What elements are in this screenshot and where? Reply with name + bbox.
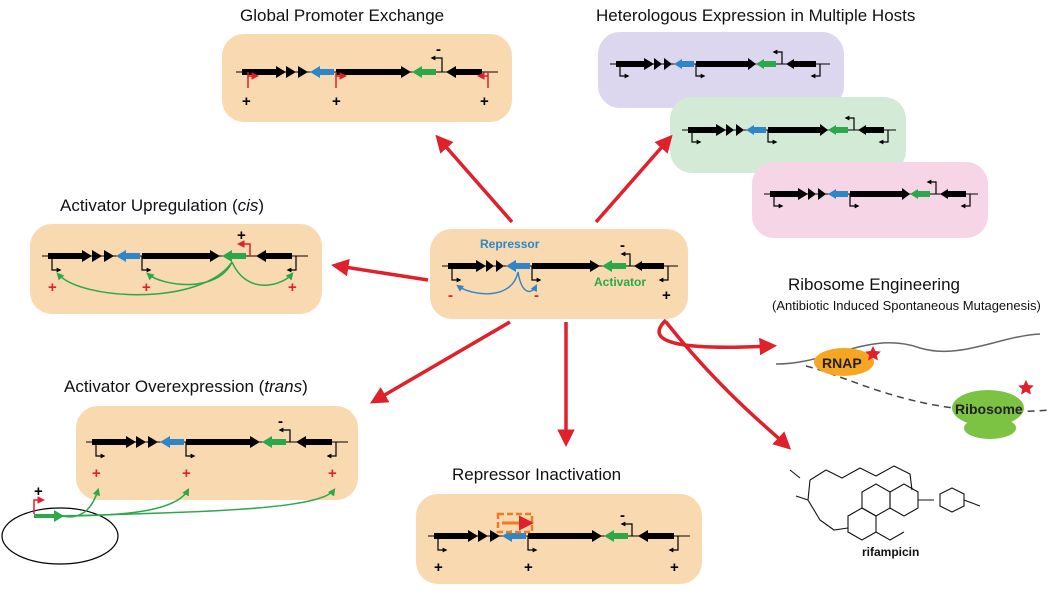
cluster-host-3	[764, 179, 978, 209]
title-global-promoter-exchange: Global Promoter Exchange	[240, 6, 444, 25]
plasmid: +	[1, 483, 336, 565]
cluster-center: - - - + Repressor Activator	[442, 237, 678, 304]
plus-sign: +	[92, 465, 101, 482]
mutation-star-icon	[865, 346, 881, 361]
plus-sign: +	[332, 93, 341, 110]
label-activator: Activator	[594, 275, 646, 289]
label-ribosome: Ribosome	[955, 401, 1023, 417]
cluster-activator-upregulation: + + + +	[42, 227, 308, 296]
arrow-to-activator-upregulation	[331, 258, 429, 282]
plus-sign: +	[142, 279, 151, 296]
plus-sign: +	[480, 93, 489, 110]
title-heterologous-expression: Heterologous Expression in Multiple Host…	[596, 6, 915, 25]
arrow-to-activator-overexpression	[369, 320, 511, 404]
panel-host-green	[670, 97, 906, 173]
plus-sign: +	[288, 279, 297, 296]
label-rifampicin: rifampicin	[862, 545, 919, 559]
minus-sign: -	[620, 237, 625, 254]
panel-host-purple	[598, 32, 844, 108]
panel-center-wildtype	[430, 229, 688, 319]
cluster-host-2	[682, 115, 896, 145]
rifampicin-structure	[789, 465, 981, 541]
ribosome-engineering-figure: RNAP Ribosome	[775, 333, 1050, 439]
plus-sign: +	[237, 227, 246, 244]
minus-sign: -	[278, 413, 283, 430]
subtitle-antibiotic-mutagenesis: (Antibiotic Induced Spontaneous Mutagene…	[772, 298, 1041, 313]
panel-activator-upregulation	[30, 224, 322, 314]
minus-sign: -	[620, 507, 625, 524]
arrow-to-global-promoter	[435, 134, 514, 224]
cluster-host-1	[610, 49, 830, 79]
plus-sign: +	[48, 279, 57, 296]
arrow-to-ribosome-engineering	[657, 318, 777, 356]
panel-host-pink	[752, 162, 988, 238]
red-arrows	[331, 134, 792, 450]
cluster-repressor-inactivation: - + + +	[428, 507, 690, 576]
plus-sign: +	[662, 287, 671, 304]
rnap-blob	[814, 348, 874, 376]
arrow-to-heterologous	[594, 134, 673, 224]
plus-sign: +	[670, 559, 679, 576]
title-activator-upregulation: Activator Upregulation (cis)	[60, 196, 264, 215]
plus-sign: +	[182, 465, 191, 482]
minus-sign: -	[534, 287, 539, 304]
minus-sign: -	[448, 287, 453, 304]
plus-sign: +	[524, 559, 533, 576]
ribosome-blob	[952, 390, 1024, 426]
panel-global-promoter-exchange	[222, 34, 512, 122]
cluster-global-promoter: + + + -	[236, 41, 498, 110]
label-rnap: RNAP	[822, 355, 862, 371]
panel-activator-overexpression	[76, 406, 358, 500]
title-ribosome-engineering: Ribosome Engineering	[788, 275, 960, 294]
arrow-to-rifampicin	[664, 320, 792, 450]
title-repressor-inactivation: Repressor Inactivation	[452, 465, 621, 484]
mutation-star-icon	[1018, 380, 1034, 395]
label-repressor: Repressor	[480, 237, 540, 251]
title-activator-overexpression: Activator Overexpression (trans)	[64, 377, 308, 396]
minus-sign: -	[436, 41, 441, 58]
plus-sign: +	[242, 93, 251, 110]
mutation-box	[496, 512, 534, 534]
plus-sign: +	[34, 483, 43, 500]
plus-sign: +	[434, 559, 443, 576]
plus-sign: +	[328, 465, 337, 482]
cluster-activator-overexpression: - + + +	[86, 413, 348, 482]
